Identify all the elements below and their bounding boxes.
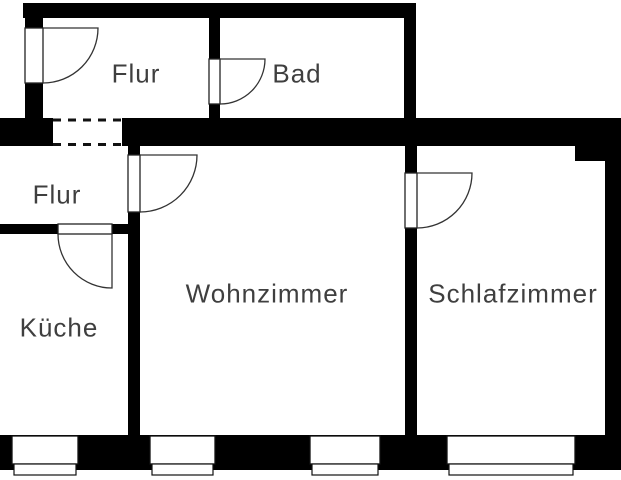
schlafzimmer-window [446,435,576,465]
kueche-window [11,435,79,465]
wohnzimmer-door-frame [127,154,141,213]
wohnzimmer-window-left-sill [151,463,214,476]
wohnzimmer-schlafzimmer-wall-lower [405,228,417,435]
room-label-flur-lower: Flur [32,179,82,210]
kueche-window-sill [13,463,77,476]
schlafzimmer-window-sill [448,463,574,476]
room-label-flur-top: Flur [111,58,161,89]
flur-bad-wall-upper [209,18,220,59]
room-label-schlafzimmer: Schlafzimmer [428,278,598,309]
schlafzimmer-door-frame [404,172,418,229]
kueche-wohnzimmer-wall [128,212,140,435]
kueche-door-swing-icon [57,233,113,289]
kueche-door-frame [57,223,113,235]
room-label-kueche: Küche [19,312,99,343]
wohnzimmer-schlafzimmer-wall-upper [405,146,417,173]
room-label-wohnzimmer: Wohnzimmer [185,278,349,309]
flur-kueche-wall-right [112,224,140,234]
schlafzimmer-door-swing-icon [416,172,473,229]
top-exterior-wall [23,3,416,18]
left-wall-below-entrance [25,83,43,118]
flur-bad-wall-lower [209,104,220,118]
wohnzimmer-door-swing-icon [139,154,198,213]
right-exterior-wall [605,146,621,470]
flur-wohnzimmer-wall-upper [128,146,140,155]
bad-right-wall [404,3,416,118]
left-wall-above-entrance [25,18,43,28]
entrance-door-frame [24,27,44,84]
flur-kueche-wall-left [0,224,58,234]
bad-door-frame [208,58,221,105]
mid-wall-left-segment [0,118,53,146]
wohnzimmer-window-left [149,435,216,465]
entrance-door-swing-icon [42,27,99,84]
room-label-bad: Bad [272,58,322,89]
mid-wall-main-segment [122,118,621,146]
wohnzimmer-window-right-sill [311,463,379,476]
bad-door-swing-icon [219,58,266,105]
wohnzimmer-window-right [309,435,381,465]
